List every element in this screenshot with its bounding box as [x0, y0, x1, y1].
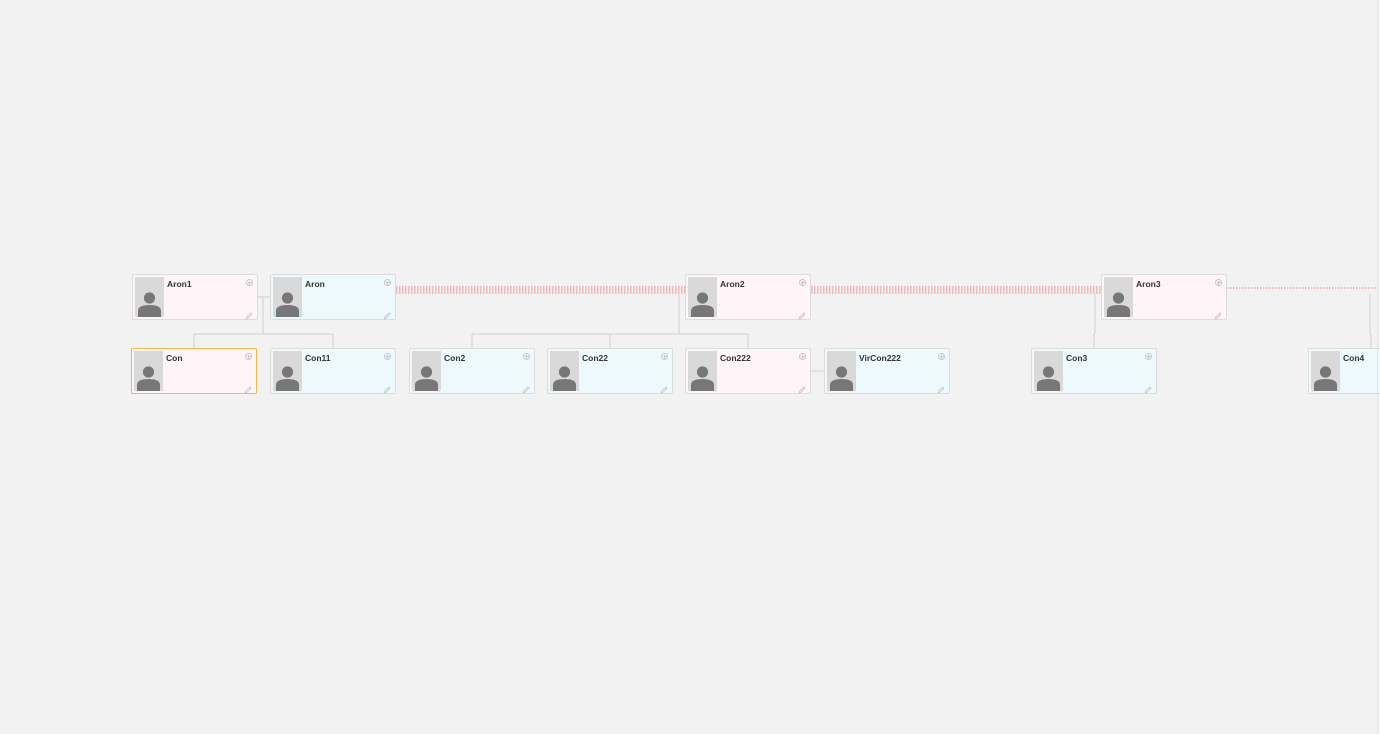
- add-circle-icon[interactable]: [1215, 279, 1222, 286]
- person-name: Aron: [305, 279, 325, 289]
- person-silhouette-icon: [827, 351, 856, 391]
- person-silhouette-icon: [134, 351, 163, 391]
- pencil-icon[interactable]: [1144, 381, 1152, 394]
- person-silhouette-icon: [1311, 351, 1340, 391]
- pencil-icon[interactable]: [244, 381, 252, 394]
- add-circle-icon[interactable]: [245, 353, 252, 360]
- pencil-icon[interactable]: [245, 307, 253, 320]
- person-card-con2[interactable]: Con2: [409, 348, 535, 394]
- person-name: Con3: [1066, 353, 1088, 363]
- person-name: Con: [166, 353, 183, 363]
- person-name: Con4: [1343, 353, 1365, 363]
- person-silhouette-icon: [273, 351, 302, 391]
- person-silhouette-icon: [688, 351, 717, 391]
- pencil-icon[interactable]: [383, 381, 391, 394]
- person-silhouette-icon: [1104, 277, 1133, 317]
- add-circle-icon[interactable]: [246, 279, 253, 286]
- pencil-icon[interactable]: [937, 381, 945, 394]
- pencil-icon[interactable]: [798, 307, 806, 320]
- person-card-con22[interactable]: Con22: [547, 348, 673, 394]
- person-card-con11[interactable]: Con11: [270, 348, 396, 394]
- person-silhouette-icon: [412, 351, 441, 391]
- pencil-icon[interactable]: [522, 381, 530, 394]
- person-silhouette-icon: [135, 277, 164, 317]
- add-circle-icon[interactable]: [523, 353, 530, 360]
- add-circle-icon[interactable]: [1145, 353, 1152, 360]
- person-name: Con222: [720, 353, 751, 363]
- person-name: VirCon222: [859, 353, 901, 363]
- person-card-con222[interactable]: Con222: [685, 348, 811, 394]
- person-card-vircon222[interactable]: VirCon222: [824, 348, 950, 394]
- pencil-icon[interactable]: [1214, 307, 1222, 320]
- person-card-aron[interactable]: Aron: [270, 274, 396, 320]
- person-card-aron3[interactable]: Aron3: [1101, 274, 1227, 320]
- person-card-aron2[interactable]: Aron2: [685, 274, 811, 320]
- person-silhouette-icon: [1034, 351, 1063, 391]
- add-circle-icon[interactable]: [384, 279, 391, 286]
- person-name: Con11: [305, 353, 331, 363]
- person-card-aron1[interactable]: Aron1: [132, 274, 258, 320]
- pencil-icon[interactable]: [383, 307, 391, 320]
- person-silhouette-icon: [688, 277, 717, 317]
- person-name: Aron1: [167, 279, 192, 289]
- add-circle-icon[interactable]: [938, 353, 945, 360]
- add-circle-icon[interactable]: [799, 279, 806, 286]
- canvas-edge: [1377, 0, 1378, 734]
- add-circle-icon[interactable]: [799, 353, 806, 360]
- add-circle-icon[interactable]: [384, 353, 391, 360]
- pencil-icon[interactable]: [798, 381, 806, 394]
- person-name: Con22: [582, 353, 608, 363]
- add-circle-icon[interactable]: [661, 353, 668, 360]
- person-name: Aron2: [720, 279, 745, 289]
- person-card-con4[interactable]: Con4: [1308, 348, 1380, 394]
- person-silhouette-icon: [550, 351, 579, 391]
- person-card-con3[interactable]: Con3: [1031, 348, 1157, 394]
- person-silhouette-icon: [273, 277, 302, 317]
- person-name: Con2: [444, 353, 466, 363]
- person-card-con[interactable]: Con: [131, 348, 257, 394]
- pencil-icon[interactable]: [660, 381, 668, 394]
- person-name: Aron3: [1136, 279, 1161, 289]
